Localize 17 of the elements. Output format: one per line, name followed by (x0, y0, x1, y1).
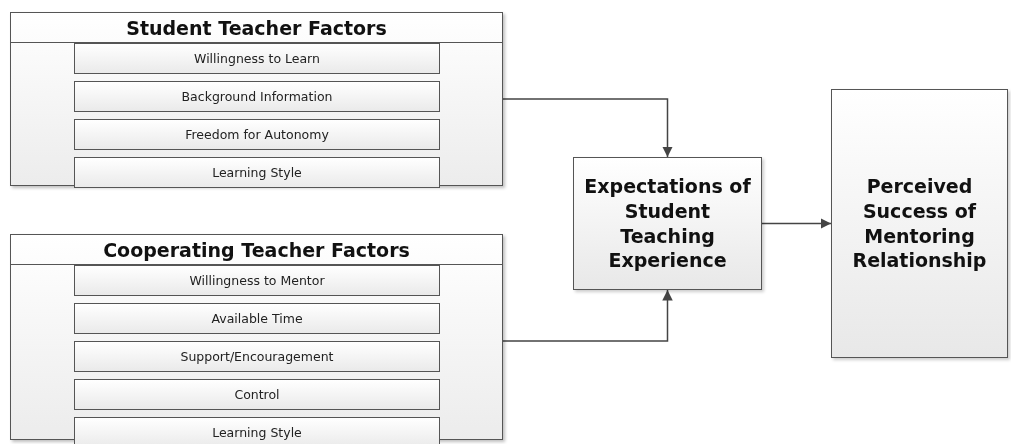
panel-heading: Cooperating Teacher Factors (103, 238, 410, 261)
process-box: Perceived Success of Mentoring Relationship (831, 89, 1008, 358)
group-panel (10, 12, 503, 186)
factor-box: Willingness to Learn (74, 43, 440, 74)
factor-box: Learning Style (74, 417, 440, 444)
factor-box: Freedom for Autonomy (74, 119, 440, 150)
arrow (502, 98, 673, 158)
factor-box: Learning Style (74, 157, 440, 188)
process-box: Expectations of Student Teaching Experience (573, 157, 762, 290)
panel-heading: Student Teacher Factors (126, 16, 387, 39)
factor-box: Support/Encouragement (74, 341, 440, 372)
factor-box: Control (74, 379, 440, 410)
arrow (761, 218, 832, 229)
factor-box: Background Information (74, 81, 440, 112)
factor-box: Willingness to Mentor (74, 265, 440, 296)
factor-box: Available Time (74, 303, 440, 334)
arrow (502, 289, 673, 342)
